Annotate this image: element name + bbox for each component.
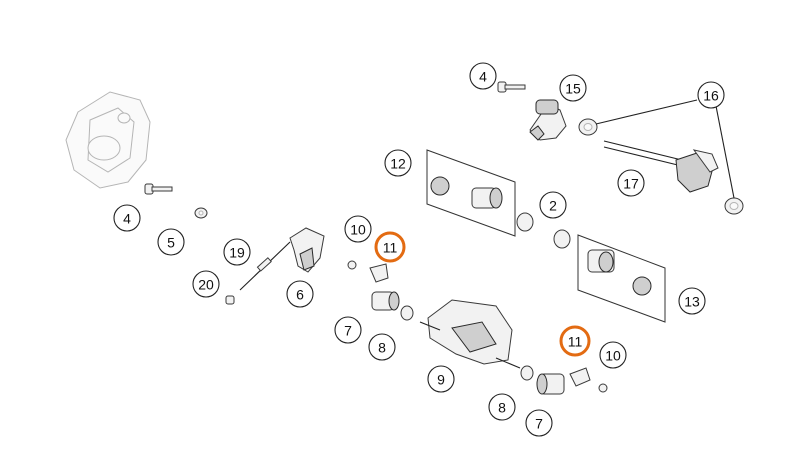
callout-15: 15 [559, 74, 587, 102]
callout-label: 2 [549, 198, 557, 214]
callout-label: 17 [623, 176, 639, 192]
bushing-lower [724, 197, 744, 215]
bushing-upper [578, 118, 598, 136]
bearing-plate-upper [426, 149, 516, 237]
callout-19: 19 [223, 238, 251, 266]
callout-10: 10 [599, 341, 627, 369]
callout-4: 4 [469, 62, 497, 90]
callout-17: 17 [617, 169, 645, 197]
bearing-plate-lower [577, 234, 666, 323]
callout-label: 13 [684, 294, 700, 310]
callout-label: 15 [565, 81, 581, 97]
callout-8: 8 [488, 393, 516, 421]
callout-label: 8 [498, 400, 506, 416]
callout-9: 9 [427, 365, 455, 393]
callout-label: 20 [198, 277, 214, 293]
callout-group: 4 15 16 12 17 4 5 10 11 2 19 20 6 13 7 8 11 10 9 8 7 [113, 62, 725, 437]
callout-13: 13 [678, 287, 706, 315]
screw-pawl-left [347, 260, 389, 283]
callout-label: 12 [390, 156, 406, 172]
callout-label: 6 [296, 287, 304, 303]
callout-11-highlighted: 11 [374, 231, 406, 263]
callout-label: 7 [344, 323, 352, 339]
bearing-left [371, 291, 414, 321]
callout-label: 11 [568, 334, 583, 350]
callout-label: 5 [167, 235, 175, 251]
washer-left [194, 207, 208, 219]
callout-16: 16 [697, 81, 725, 109]
bolt-left [144, 183, 173, 195]
engine-cover-ghost [65, 91, 151, 189]
callout-label: 8 [378, 340, 386, 356]
shift-fork [289, 227, 325, 273]
leader-lines [595, 99, 735, 199]
callout-7: 7 [334, 316, 362, 344]
callout-8: 8 [368, 333, 396, 361]
callout-11-highlighted: 11 [559, 325, 591, 357]
bolt-top [497, 81, 526, 93]
callout-label: 4 [123, 211, 131, 227]
callout-label: 10 [350, 222, 366, 238]
callout-20: 20 [192, 270, 220, 298]
callout-label: 10 [605, 348, 621, 364]
callout-label: 7 [535, 416, 543, 432]
shift-lever [529, 99, 567, 141]
callout-label: 9 [437, 372, 445, 388]
shift-drum [419, 299, 521, 369]
shift-shaft [603, 140, 719, 193]
callout-2: 2 [539, 191, 567, 219]
callout-5: 5 [157, 228, 185, 256]
screw-pawl-right [569, 367, 608, 393]
bearing-right [520, 365, 565, 395]
callout-label: 19 [229, 245, 245, 261]
o-rings [516, 212, 571, 249]
callout-6: 6 [286, 280, 314, 308]
callout-12: 12 [384, 149, 412, 177]
callout-4: 4 [113, 204, 141, 232]
callout-7: 7 [525, 409, 553, 437]
callout-label: 4 [479, 69, 487, 85]
callout-label: 16 [703, 88, 719, 104]
spring-pin [225, 241, 291, 305]
callout-label: 11 [383, 240, 398, 256]
callout-10: 10 [344, 215, 372, 243]
